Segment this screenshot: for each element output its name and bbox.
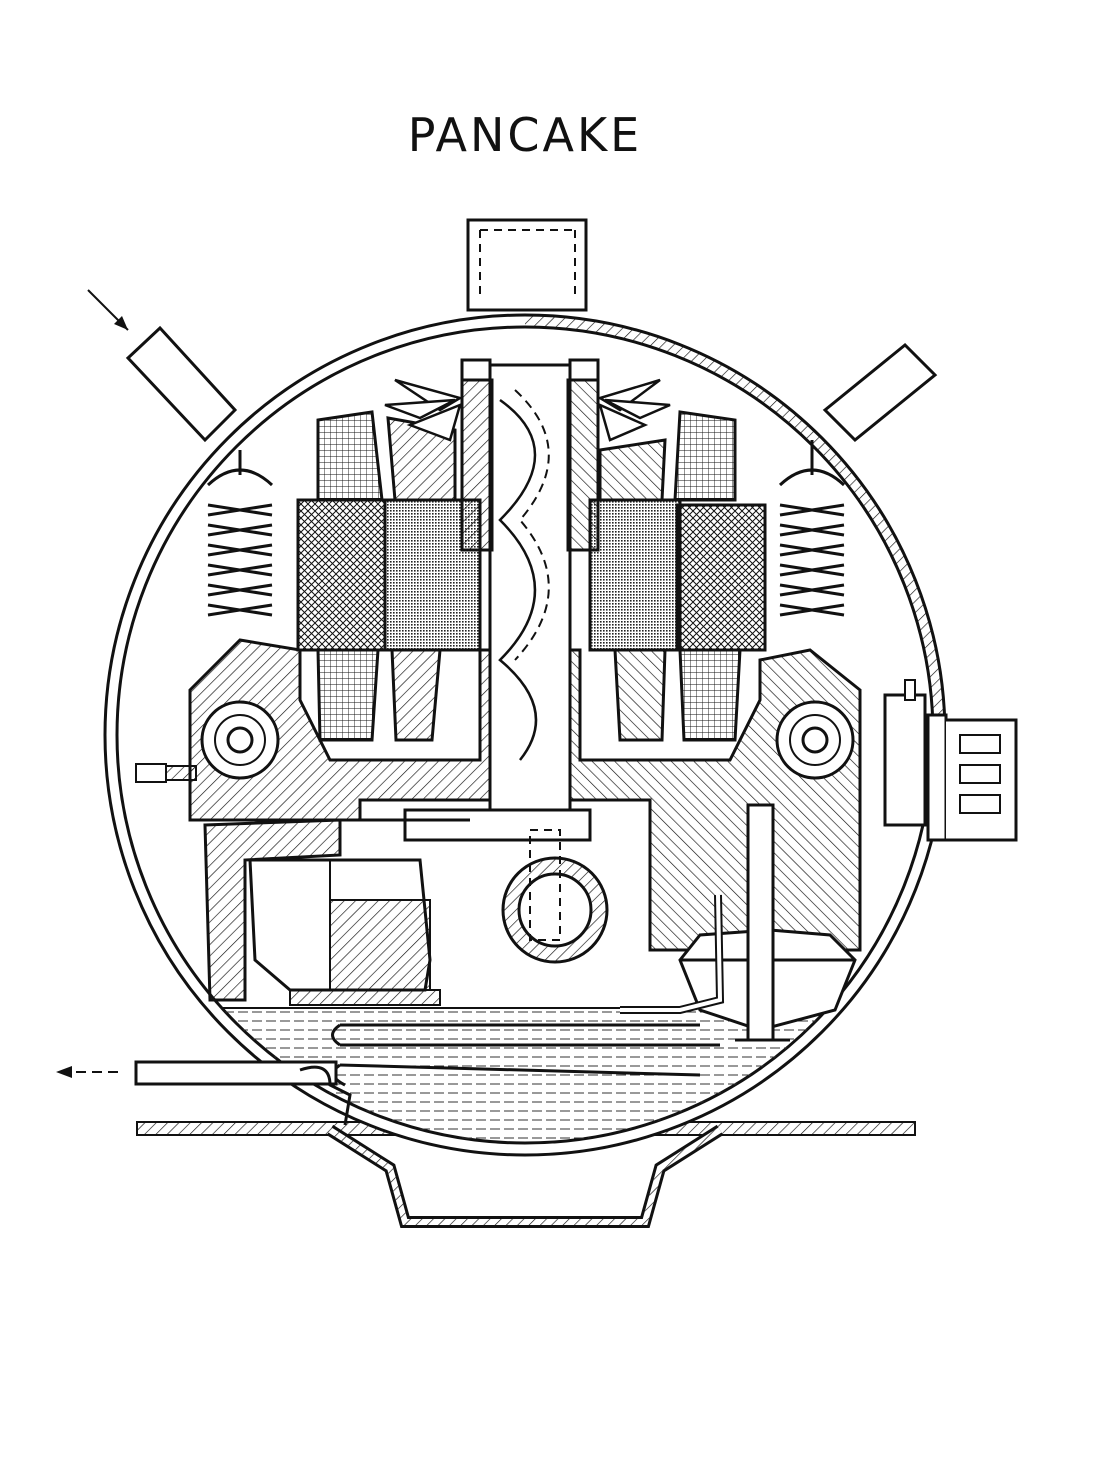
diagram-title: PANCAKE [407, 108, 643, 162]
top-fitting [466, 218, 588, 312]
cylinder-block [203, 818, 441, 1006]
discharge-arrow [56, 1066, 120, 1078]
spring-right [778, 440, 846, 617]
process-tube-right [822, 342, 938, 443]
suction-arrow [87, 289, 129, 331]
discharge-muffler [620, 803, 857, 1042]
crankshaft [460, 358, 600, 827]
mounting-bolt-left [135, 763, 197, 783]
terminal-block [883, 679, 1018, 842]
oil-slinger [384, 378, 671, 442]
piston [248, 858, 432, 992]
mount-boss-right [775, 700, 855, 780]
eccentric-bearing [501, 829, 609, 964]
suction-tube-left [125, 325, 238, 443]
connecting-rod [350, 808, 592, 842]
spring-left [206, 450, 274, 617]
cooling-coil [331, 1023, 720, 1087]
mount-boss-left [200, 700, 280, 780]
stator-winding-lower [316, 648, 742, 742]
discharge-line [134, 1060, 352, 1126]
stator-core [296, 498, 767, 652]
